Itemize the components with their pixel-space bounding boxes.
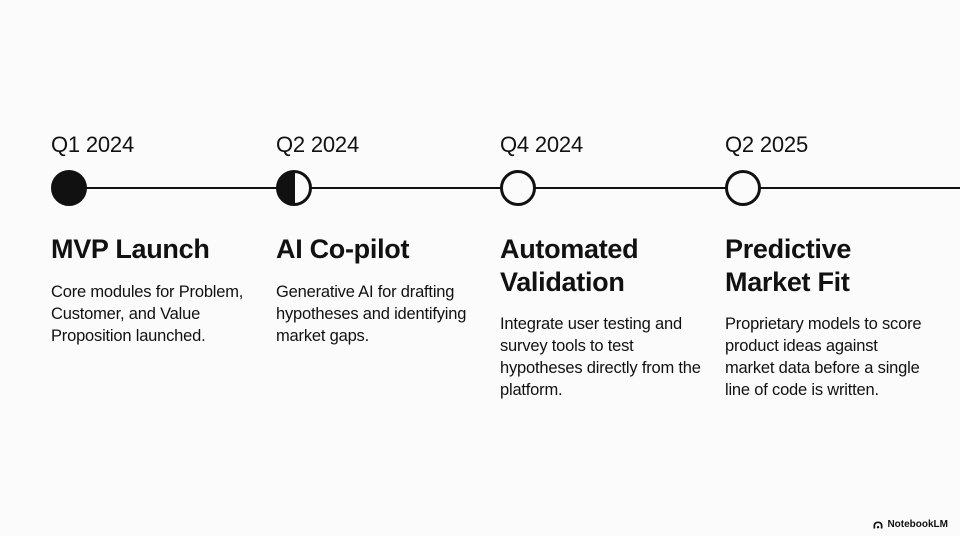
milestone-title: AI Co-pilot	[276, 234, 410, 264]
milestone-date: Q2 2024	[276, 132, 360, 157]
milestone-description: Integrate user testing and survey tools …	[500, 315, 701, 399]
milestone-date: Q1 2024	[51, 132, 135, 157]
milestone-title: MVP Launch	[51, 234, 210, 264]
milestone-description: Proprietary models to score product idea…	[725, 315, 922, 399]
notebooklm-watermark: NotebookLM	[873, 519, 948, 530]
empty-circle-icon	[725, 170, 761, 206]
milestone-title: Automated Validation	[500, 234, 639, 297]
notebooklm-logo-icon	[873, 521, 883, 528]
watermark-label: NotebookLM	[887, 519, 948, 530]
milestone-description: Generative AI for drafting hypotheses an…	[276, 283, 467, 345]
half-filled-circle-icon	[276, 170, 312, 206]
empty-circle-icon	[500, 170, 536, 206]
milestone-title: Predictive Market Fit	[725, 234, 852, 297]
filled-circle-icon	[51, 170, 87, 206]
milestone-date: Q4 2024	[500, 132, 584, 157]
milestone-description: Core modules for Problem, Customer, and …	[51, 283, 244, 345]
milestone-date: Q2 2025	[725, 132, 809, 157]
